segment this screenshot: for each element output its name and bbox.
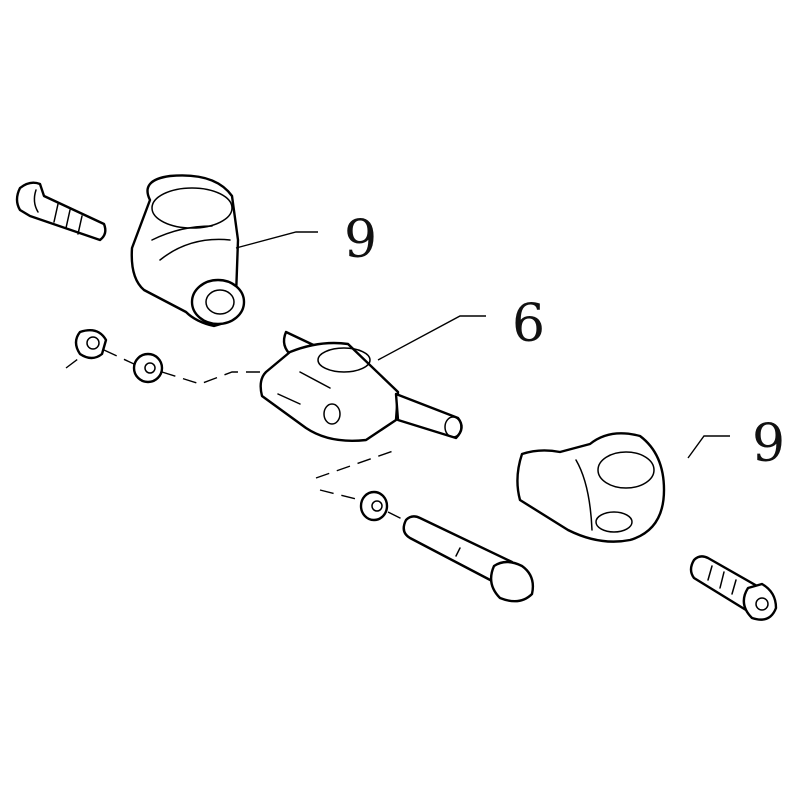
hex-nut bbox=[74, 329, 108, 360]
washer-lower bbox=[359, 490, 389, 522]
leader-9-right bbox=[687, 435, 730, 459]
clamp-bracket-upper bbox=[130, 174, 246, 328]
hex-bolt-long bbox=[402, 515, 535, 603]
callout-label-9-right: 9 bbox=[752, 414, 786, 474]
centerline-nut bbox=[65, 349, 262, 385]
cap-screw-upper-left bbox=[15, 181, 107, 242]
clamp-bracket-lower-right bbox=[516, 432, 666, 543]
leader-6 bbox=[377, 315, 486, 361]
callout-label-6: 6 bbox=[512, 294, 546, 354]
cap-screw-lower-right bbox=[689, 555, 778, 621]
leader-9-top bbox=[235, 231, 318, 249]
centerline-bolt bbox=[315, 449, 405, 521]
washer-upper bbox=[132, 352, 164, 384]
pivot-block-center bbox=[259, 330, 463, 442]
callout-label-9-top: 9 bbox=[344, 210, 378, 270]
